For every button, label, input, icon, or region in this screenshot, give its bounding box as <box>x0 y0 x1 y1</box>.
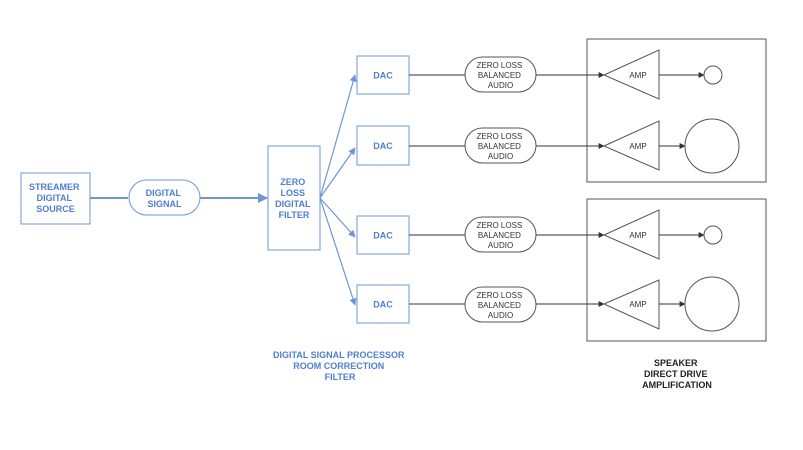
filter-to-dac-1-arrow <box>319 74 357 199</box>
balanced-audio-label: ZERO LOSS BALANCED AUDIO <box>476 61 524 90</box>
dac-box <box>356 284 410 324</box>
channel-1: DAC ZERO LOSS BALANCED AUDIO AMP <box>356 49 723 100</box>
amp-label: AMP <box>629 300 646 309</box>
balanced-audio-label: ZERO LOSS BALANCED AUDIO <box>476 132 524 161</box>
tweeter-driver <box>703 225 723 245</box>
filter-to-dac-2-arrow <box>319 147 356 199</box>
streamer-source-box <box>20 172 91 225</box>
dac-label: DAC <box>373 141 393 151</box>
channel-4: DAC ZERO LOSS BALANCED AUDIO AMP <box>356 276 740 332</box>
woofer-driver <box>684 276 740 332</box>
filter-to-dac-4-arrow <box>319 197 357 306</box>
streamer-source-label: STREAMER DIGITAL SOURCE <box>29 182 82 214</box>
speaker-enclosure-upper <box>586 38 767 183</box>
tweeter-driver <box>703 65 723 85</box>
dac-box <box>356 125 410 166</box>
speaker-caption: SPEAKER DIRECT DRIVE AMPLIFICATION <box>642 358 712 390</box>
channel-2: DAC ZERO LOSS BALANCED AUDIO AMP <box>356 118 740 174</box>
dac-label: DAC <box>373 231 393 241</box>
amp-label: AMP <box>629 231 646 240</box>
dac-box <box>356 215 410 255</box>
dac-label: DAC <box>373 300 393 310</box>
speaker-enclosure-lower <box>586 198 767 342</box>
digital-signal-label: DIGITAL SIGNAL <box>146 188 184 209</box>
dsp-caption: DIGITAL SIGNAL PROCESSOR ROOM CORRECTION… <box>273 350 407 382</box>
zero-loss-filter-box <box>267 145 321 251</box>
woofer-driver <box>684 118 740 174</box>
zero-loss-filter-label: ZERO LOSS DIGITAL FILTER <box>275 177 313 220</box>
dac-box <box>356 55 410 95</box>
filter-to-dac-3-arrow <box>319 197 356 238</box>
dac-label: DAC <box>373 71 393 81</box>
channel-3: DAC ZERO LOSS BALANCED AUDIO AMP <box>356 209 723 260</box>
amp-label: AMP <box>629 142 646 151</box>
balanced-audio-label: ZERO LOSS BALANCED AUDIO <box>476 291 524 320</box>
balanced-audio-label: ZERO LOSS BALANCED AUDIO <box>476 221 524 250</box>
amp-label: AMP <box>629 71 646 80</box>
